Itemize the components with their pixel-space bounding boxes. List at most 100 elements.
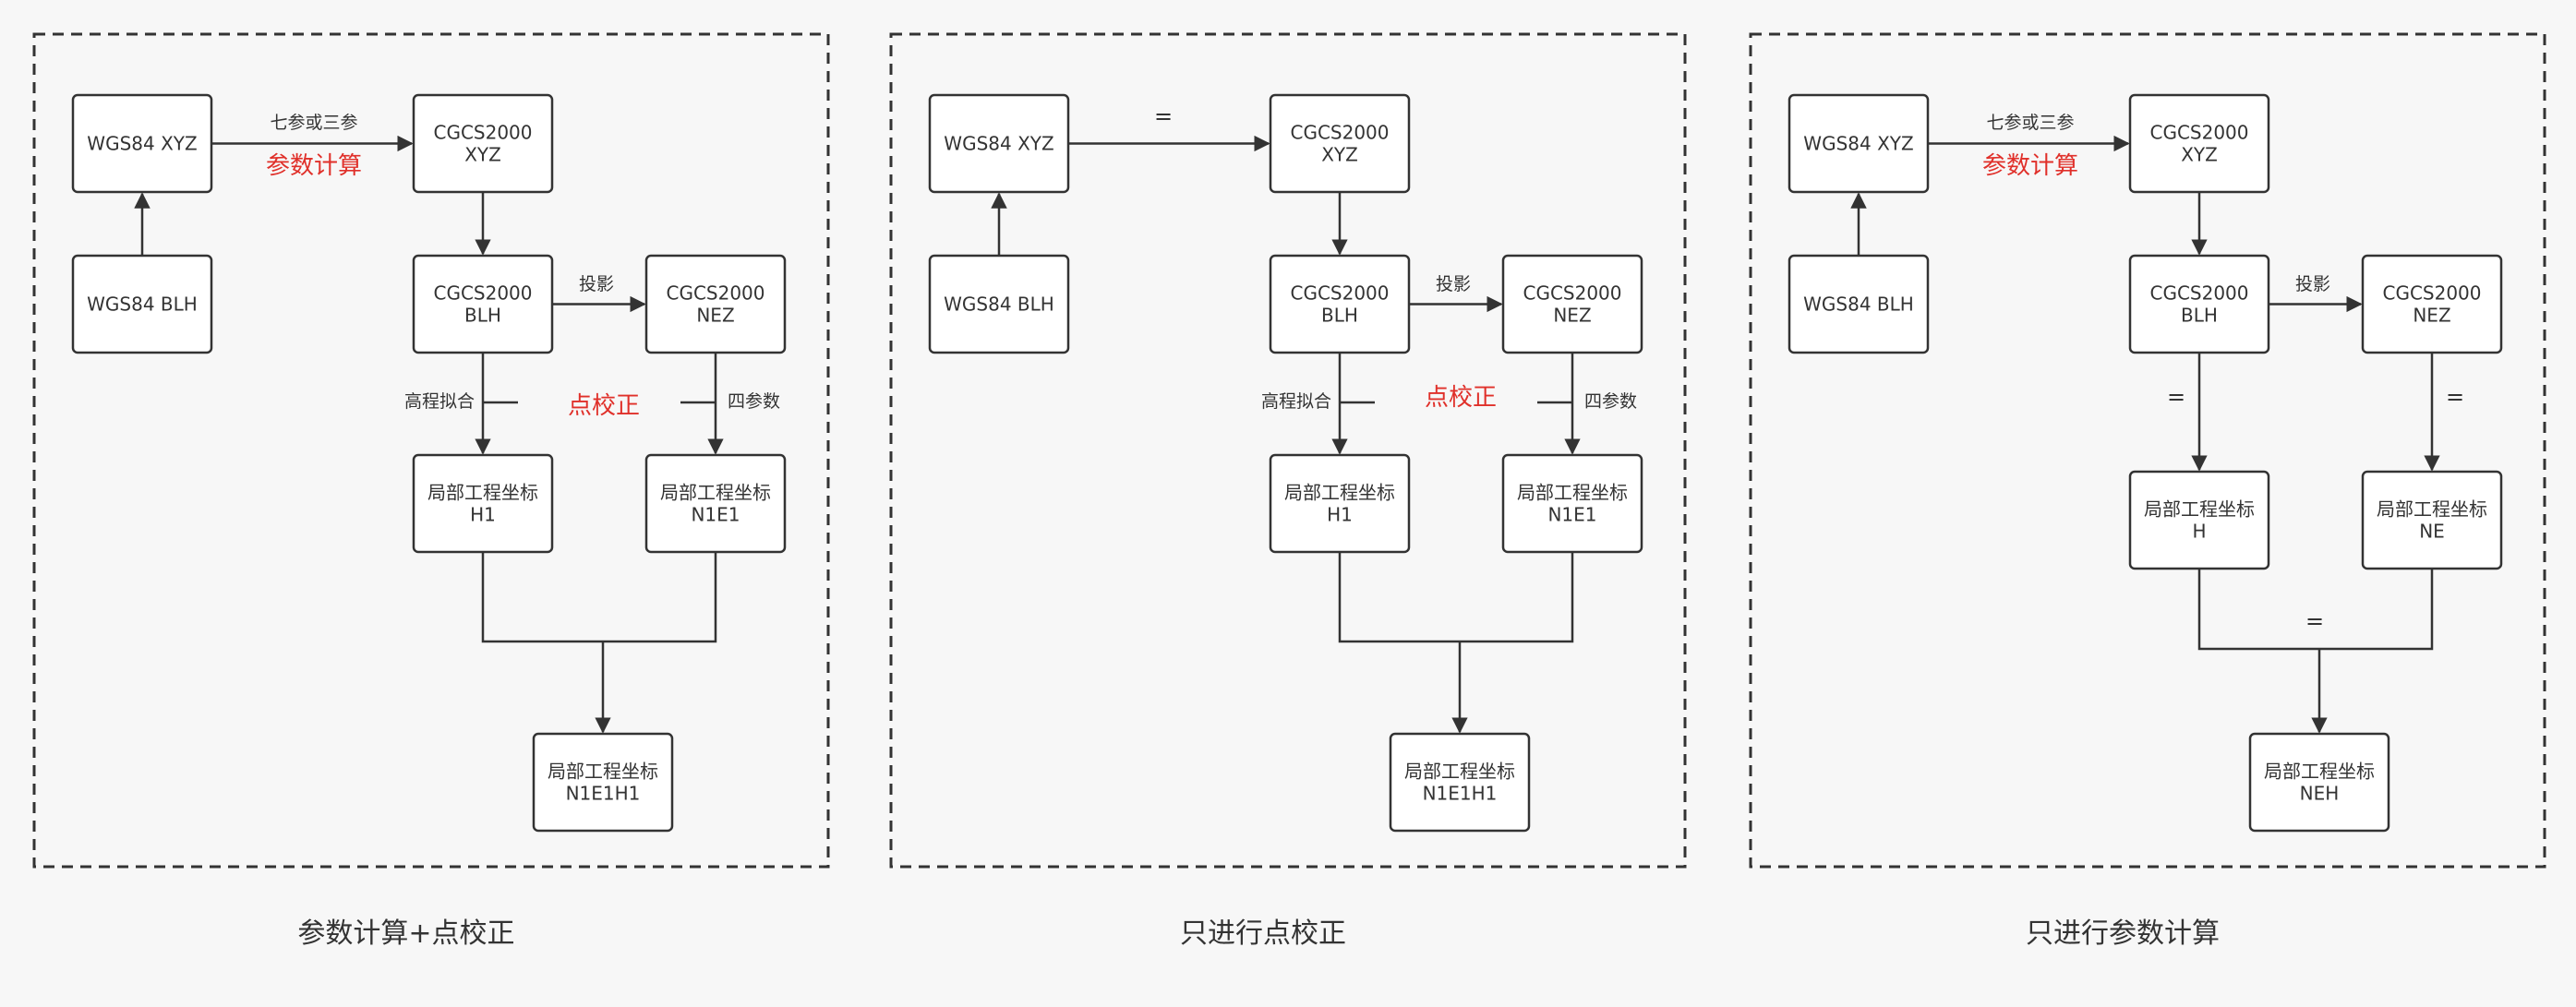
node-label: CGCS2000 (433, 282, 532, 305)
node-label: WGS84 BLH (944, 294, 1054, 316)
node-label: N1E1H1 (566, 783, 641, 805)
node-label: BLH (464, 305, 501, 327)
node-label: NEZ (2413, 305, 2450, 327)
node-box (412, 453, 554, 554)
node-box (928, 93, 1070, 194)
label-four-param: 四参数 (728, 391, 780, 412)
node-wgs-blh: WGS84 BLH (928, 254, 1070, 354)
connectors (991, 135, 1581, 734)
node-label: 局部工程坐标 (1517, 482, 1628, 504)
node-label: 局部工程坐标 (660, 482, 771, 504)
node-box (1389, 732, 1531, 833)
node-box (412, 93, 554, 194)
node-box (644, 453, 787, 554)
node-wgs-xyz: WGS84 XYZ (928, 93, 1070, 194)
node-label: WGS84 BLH (87, 294, 198, 316)
node-label: XYZ (2181, 144, 2218, 166)
panel-frame (1749, 32, 2546, 869)
node-label: NE (2419, 521, 2445, 543)
node-label: 局部工程坐标 (1284, 482, 1395, 504)
panel-frame (32, 32, 830, 869)
node-label: WGS84 BLH (1803, 294, 1914, 316)
label-seven-or-three-param: 七参或三参 (1986, 113, 2074, 133)
node-label: CGCS2000 (433, 122, 532, 144)
node-label: H (2192, 521, 2206, 543)
label-param-calc: 参数计算 (1982, 152, 2078, 180)
node-box (532, 732, 674, 833)
node-label: 局部工程坐标 (2377, 498, 2487, 521)
node-label: CGCS2000 (2149, 122, 2248, 144)
node-box (71, 93, 213, 194)
connectors (134, 135, 724, 734)
edge-labels: =投影高程拟合点校正四参数只进行点校正 (1154, 103, 1637, 950)
node-wgs-blh: WGS84 BLH (71, 254, 213, 354)
node-label: N1E1 (691, 504, 740, 526)
node-box (1788, 254, 1930, 354)
node-label: WGS84 XYZ (1803, 133, 1913, 155)
panel-caption: 只进行点校正 (1180, 917, 1346, 950)
label-equal-left: = (2167, 384, 2185, 410)
node-wgs-blh: WGS84 BLH (1788, 254, 1930, 354)
node-box (2361, 254, 2503, 354)
node-box (2248, 732, 2390, 833)
node-box (1269, 453, 1411, 554)
node-label: 局部工程坐标 (427, 482, 538, 504)
node-label: CGCS2000 (1523, 282, 1621, 305)
node-label: WGS84 XYZ (944, 133, 1053, 155)
node-label: 局部工程坐标 (548, 761, 658, 783)
node-label: XYZ (464, 144, 501, 166)
node-box (1788, 93, 1930, 194)
node-label: CGCS2000 (2149, 282, 2248, 305)
label-param-calc: 参数计算 (266, 152, 362, 180)
node-label: CGCS2000 (2382, 282, 2481, 305)
node-label: H1 (470, 504, 496, 526)
connectors (1850, 135, 2440, 734)
merge-bracket (481, 552, 717, 643)
node-box (1501, 254, 1643, 354)
node-label: NEH (2300, 783, 2340, 805)
node-label: CGCS2000 (1290, 122, 1389, 144)
node-box (412, 254, 554, 354)
node-box (2128, 470, 2270, 570)
node-label: H1 (1327, 504, 1353, 526)
node-wgs-xyz: WGS84 XYZ (71, 93, 213, 194)
node-label: NEZ (1553, 305, 1591, 327)
node-label: XYZ (1321, 144, 1358, 166)
label-equal-right: = (2446, 384, 2464, 410)
panel-caption: 参数计算+点校正 (297, 917, 514, 950)
label-projection: 投影 (1436, 274, 1471, 294)
node-box (644, 254, 787, 354)
panel-frame (889, 32, 1687, 869)
node-label: NEZ (696, 305, 734, 327)
node-label: CGCS2000 (666, 282, 764, 305)
merge-bracket (2197, 569, 2434, 651)
node-label: BLH (2181, 305, 2218, 327)
node-label: BLH (1321, 305, 1358, 327)
merge-bracket (1338, 552, 1574, 643)
panel-caption: 只进行参数计算 (2026, 917, 2220, 950)
node-label: 局部工程坐标 (1404, 761, 1515, 783)
node-box (1269, 254, 1411, 354)
